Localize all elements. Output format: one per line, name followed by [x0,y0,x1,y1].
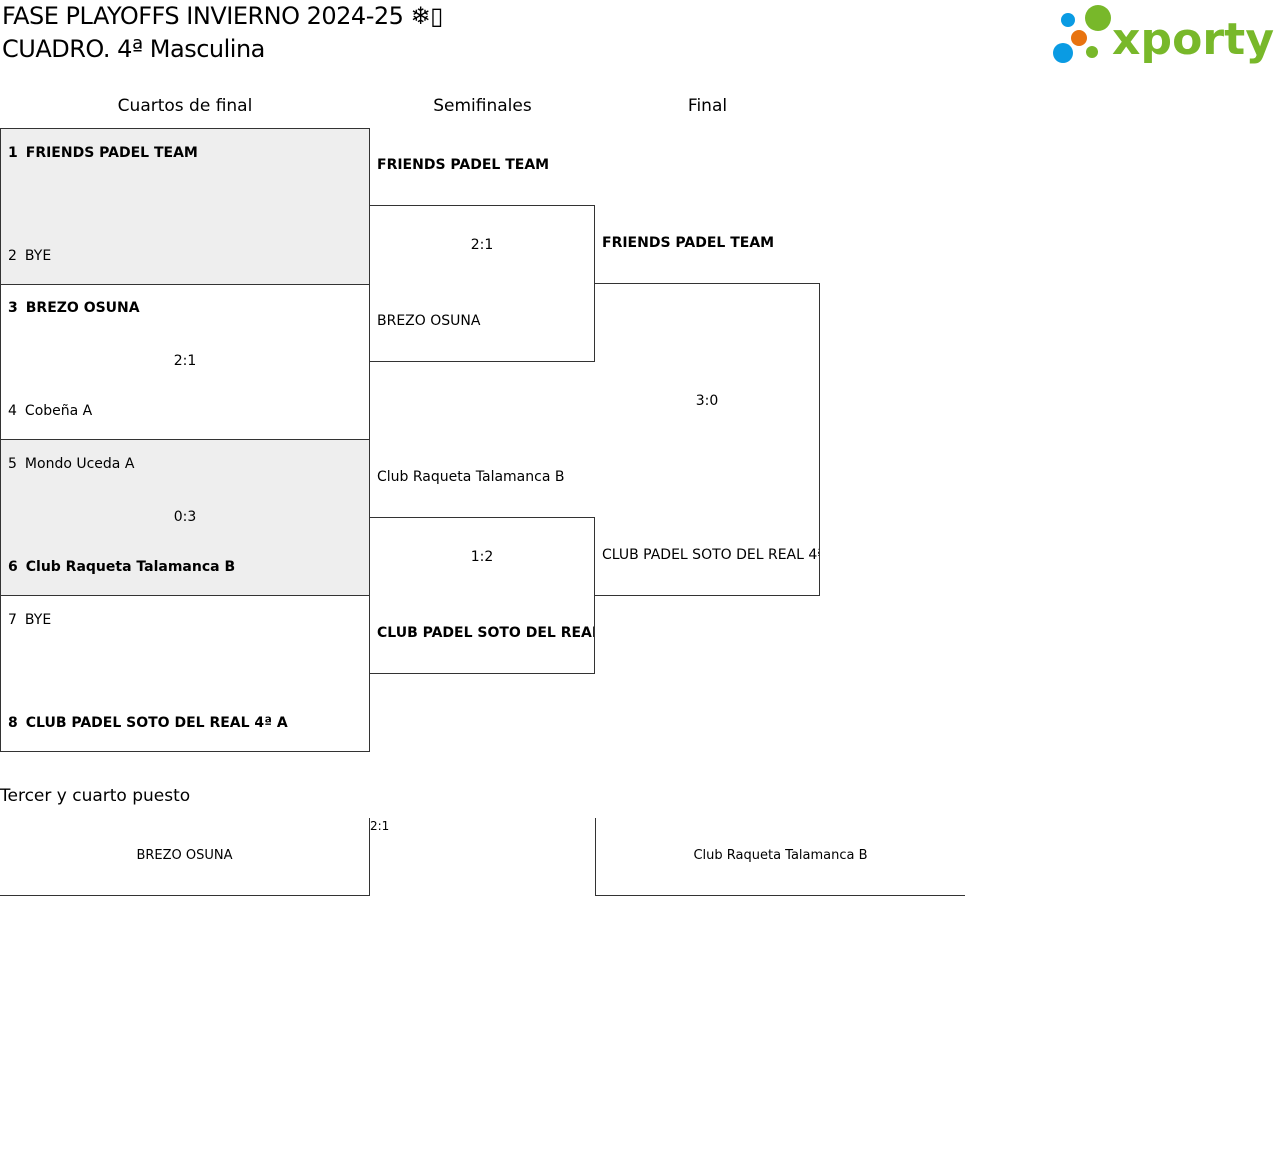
xporty-logo: xporty [1052,4,1276,66]
match-sf-1[interactable]: 2:1 [370,205,595,362]
seed: 8 [8,715,18,731]
sf2-top-team: Club Raqueta Talamanca B [377,469,565,485]
match-qf-4[interactable]: 7 BYE 8 CLUB PADEL SOTO DEL REAL 4ª A [0,596,370,752]
team-name: Club Raqueta Talamanca B [693,848,868,863]
team-name: BYE [24,612,52,628]
match-score: 2:1 [173,353,197,369]
team-name: CLUB PADEL SOTO DEL REAL 4ª A [25,715,288,731]
seed: 7 [8,612,17,628]
seed: 1 [8,145,18,161]
final-bottom-team: CLUB PADEL SOTO DEL REAL 4ª A [602,547,819,563]
team-name: BREZO OSUNA [136,848,233,863]
match-final[interactable]: 3:0 [595,283,820,596]
match-sf-2[interactable]: 1:2 [370,517,595,674]
team-name: BREZO OSUNA [25,300,140,316]
match-qf-1[interactable]: 1 FRIENDS PADEL TEAM 2 BYE [0,128,370,285]
match-score: 1:2 [470,549,494,565]
seed: 6 [8,559,18,575]
team-name: FRIENDS PADEL TEAM [25,145,198,161]
svg-text:xporty: xporty [1112,14,1274,65]
sf1-bottom-team: BREZO OSUNA [377,313,481,329]
match-score: 3:0 [695,393,719,409]
seed: 2 [8,248,17,264]
match-qf-2[interactable]: 3 BREZO OSUNA 2:1 4 Cobeña A [0,284,370,440]
team-name: Club Raqueta Talamanca B [25,559,236,575]
team-name: Cobeña A [24,403,93,419]
round-final: Final [687,96,728,116]
page-subtitle: CUADRO. 4ª Masculina [2,35,265,63]
seed: 4 [8,403,17,419]
third-place-right[interactable]: Club Raqueta Talamanca B [595,818,965,896]
final-top-team: FRIENDS PADEL TEAM [602,235,775,251]
team-name: Mondo Uceda A [24,456,135,472]
round-quarterfinals: Cuartos de final [117,96,253,116]
match-qf-3[interactable]: 5 Mondo Uceda A 0:3 6 Club Raqueta Talaman… [0,440,370,596]
round-semifinals: Semifinales [433,96,532,116]
sf2-bottom-team: CLUB PADEL SOTO DEL REAL 4ª A [377,625,594,641]
page-title: FASE PLAYOFFS INVIERNO 2024-25 ❄▯ [2,2,443,30]
match-score: 0:3 [173,509,197,525]
sf1-top-team: FRIENDS PADEL TEAM [377,157,550,173]
third-place-score: 2:1 [370,819,390,833]
team-name: BYE [24,248,52,264]
seed: 5 [8,456,17,472]
seed: 3 [8,300,18,316]
third-place-title: Tercer y cuarto puesto [0,786,191,806]
match-score: 2:1 [470,237,494,253]
third-place-left[interactable]: BREZO OSUNA [0,818,370,896]
